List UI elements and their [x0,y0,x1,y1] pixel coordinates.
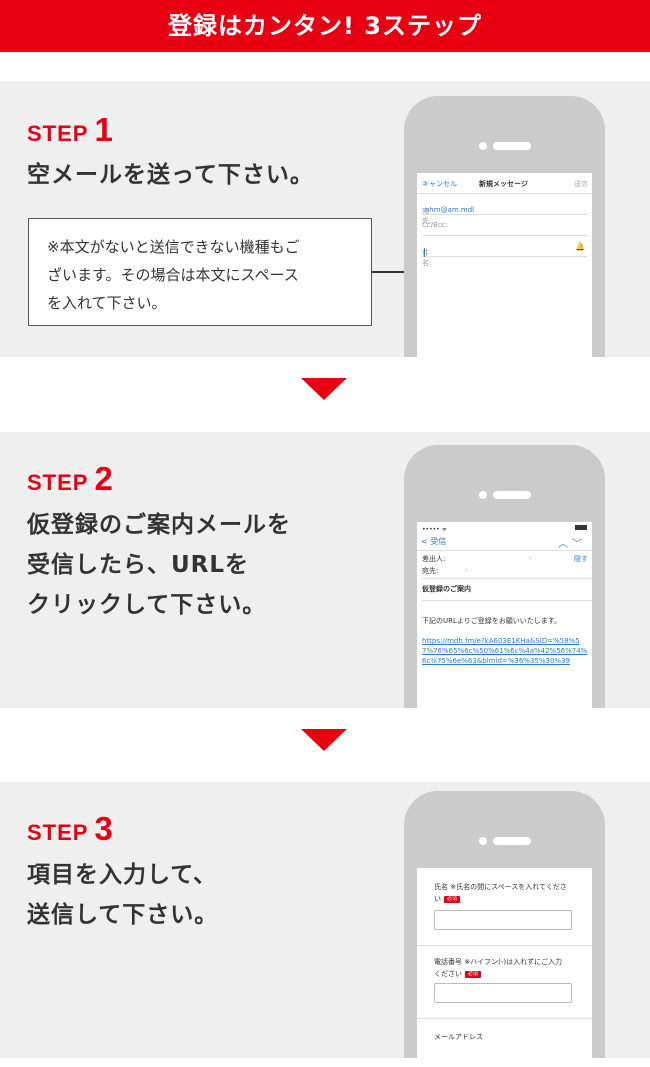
cc-field[interactable]: Cc/Bcc: [422,215,587,236]
step-1-note: ※本文がないと送信できない機種もご ざいます。その場合は本文にスペース を入れて… [28,218,372,326]
mail-body: 下記のURLよりご登録をお願いいたします。 [422,617,562,625]
phone-mockup-2: ••••• ᯤ < 受信 ︿﹀ 差出人: › 隠す 宛先: › 仮登録のご案内 … [404,445,605,708]
page-title: 登録はカンタン! 3ステップ [168,12,482,40]
speaker-icon [493,142,531,150]
cancel-button[interactable]: キャンセル [422,180,457,188]
chevron-right-icon: › [529,554,532,562]
speaker-icon [493,837,531,845]
down-arrow-icon-1 [301,378,347,400]
subject-field[interactable]: 件名: 🔔 [422,236,587,267]
pointer-arrow-line [372,271,434,273]
name-input[interactable] [434,910,572,930]
to-label: 宛先: [422,567,439,575]
camera-icon [479,837,487,845]
phone-mockup-1: キャンセル 新規メッセージ 送信 宛先:ohm@am.mdl Cc/Bcc: 件… [404,96,605,357]
email-field-label: メールアドレス [434,1033,483,1041]
bell-icon[interactable]: 🔔 [575,242,585,251]
to-field[interactable]: 宛先:ohm@am.mdl [422,194,587,225]
required-badge: 必須 [444,895,461,903]
registration-form-screen: 氏名 ※氏名の間にスペースを入れてくださ い必須 電話番号 ※ハイフン(-)は入… [417,868,592,1058]
battery-icon [575,525,587,530]
from-label: 差出人: [422,555,446,563]
mail-subject: 仮登録のご案内 [422,585,471,593]
camera-icon [479,142,487,150]
step-1-title: 空メールを送って下さい。 [27,162,314,188]
text-cursor [424,248,425,257]
mail-compose-screen: キャンセル 新規メッセージ 送信 宛先:ohm@am.mdl Cc/Bcc: 件… [417,173,592,357]
phone-field-label: 電話番号 ※ハイフン(-)は入れずにご入力 ください必須 [434,958,562,978]
status-bar: ••••• ᯤ [422,526,448,533]
prev-next-icon[interactable]: ︿﹀ [558,539,586,550]
hide-details-link[interactable]: 隠す [574,555,588,563]
phone-input[interactable] [434,983,572,1003]
registration-link[interactable]: https://mdh.fm/e?kA603E1KHa&SID=%58%57%7… [422,637,588,665]
step-2-title: 仮登録のご案内メールを 受信したら、URLを クリックして下さい。 [27,512,291,618]
down-arrow-icon-2 [301,729,347,751]
camera-icon [479,491,487,499]
chevron-right-icon: › [465,566,468,574]
compose-toolbar: キャンセル 新規メッセージ 送信 [417,173,592,194]
phone-mockup-3: 氏名 ※氏名の間にスペースを入れてくださ い必須 電話番号 ※ハイフン(-)は入… [404,791,605,1058]
name-field-label: 氏名 ※氏名の間にスペースを入れてくださ い必須 [434,883,567,903]
compose-title: 新規メッセージ [479,180,528,188]
back-button[interactable]: < 受信 [421,537,447,546]
page-header: 登録はカンタン! 3ステップ [0,0,650,52]
mail-inbox-screen: ••••• ᯤ < 受信 ︿﹀ 差出人: › 隠す 宛先: › 仮登録のご案内 … [417,522,592,708]
mail-nav-bar: < 受信 ︿﹀ [417,534,592,551]
send-button[interactable]: 送信 [574,180,588,188]
speaker-icon [493,491,531,499]
step-3-title: 項目を入力して、 送信して下さい。 [27,862,219,928]
required-badge: 必須 [465,970,482,978]
